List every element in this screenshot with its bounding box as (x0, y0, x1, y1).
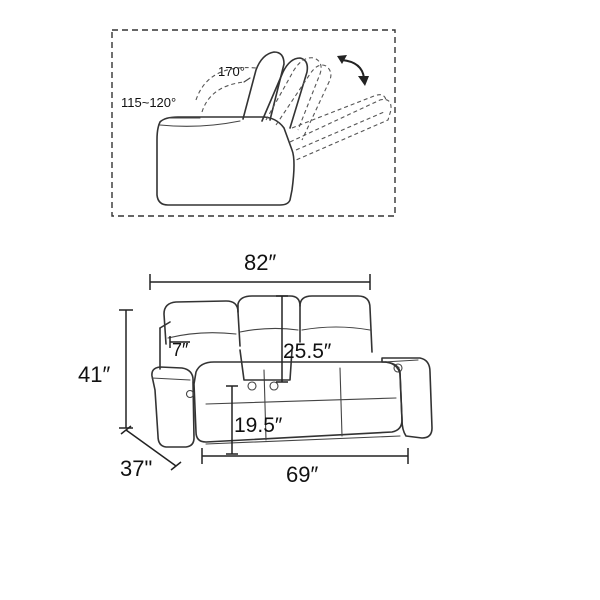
sofa-front-view (151, 295, 433, 448)
seat-front-edge (205, 397, 397, 405)
back-right-seam (301, 326, 371, 331)
seat-divider-2 (339, 367, 343, 437)
center-console (239, 349, 293, 381)
sofa-back-center (237, 295, 301, 343)
recline-frame (111, 29, 396, 217)
arm-width-label: 7″ (172, 340, 189, 360)
left-cup-holder (185, 389, 195, 399)
rotation-arrow (341, 59, 365, 79)
angle-tick (243, 77, 251, 83)
depth-dimension-line (125, 429, 177, 467)
console-cup-1 (247, 381, 257, 391)
recliner-back-inner (261, 57, 309, 129)
seat-divider-1 (263, 369, 267, 441)
angle-arc-large (195, 67, 257, 101)
angle-range-label: 115~120° (121, 95, 176, 110)
recliner-back-reclined (265, 57, 322, 131)
cup-holder-icon (393, 363, 403, 373)
recline-side-view: 170° 115~120° (111, 29, 396, 217)
depth-tick-end (170, 461, 182, 471)
recliner-back-upright (242, 51, 285, 121)
seat-cushion-line (159, 120, 241, 127)
dimension-labels: 82″ 41″ 37" 69″ 25.5″ 19.5″ 7″ (78, 250, 332, 487)
console-cup-2 (269, 381, 279, 391)
right-arm-top-edge (383, 359, 419, 363)
left-arm-top-edge (151, 377, 191, 381)
seat-height-label: 19.5″ (234, 414, 283, 437)
rotation-arrow-head-top (337, 55, 347, 64)
sofa-left-arm (151, 366, 195, 448)
seat-width-label: 69″ (286, 462, 318, 487)
width-label: 82″ (244, 250, 276, 275)
sofa-base (205, 435, 401, 445)
recliner-side-body (156, 116, 295, 206)
angle-arc-small (201, 81, 245, 113)
sofa-back-right (299, 295, 373, 353)
dimension-lines (119, 274, 409, 471)
rotation-arrow-head-bottom (358, 76, 369, 86)
depth-label: 37" (120, 456, 152, 481)
depth-tick-start (120, 425, 132, 435)
back-center-seam (239, 327, 299, 333)
height-label: 41″ (78, 362, 110, 387)
sofa-seat-row (193, 361, 403, 443)
back-left-seam (167, 332, 237, 339)
back-height-label: 25.5″ (283, 340, 332, 363)
angle-full-label: 170° (218, 64, 245, 79)
recliner-footrest (289, 98, 392, 161)
